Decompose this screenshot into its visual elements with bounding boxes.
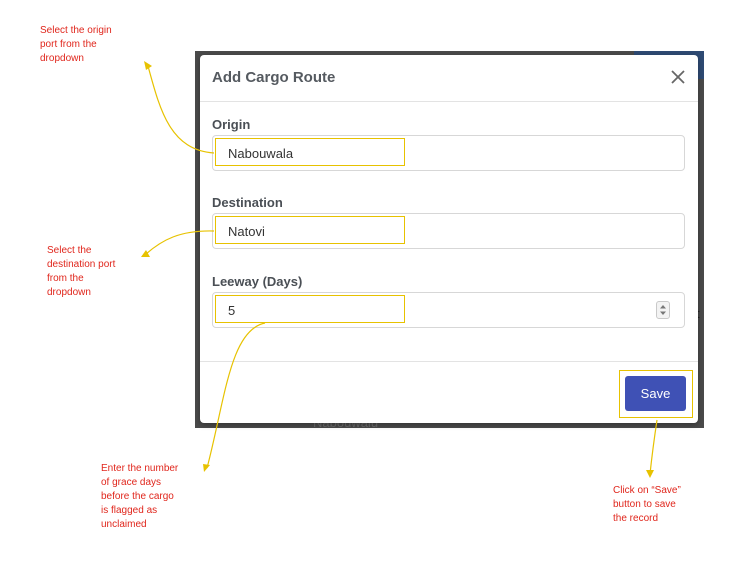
save-arrowhead (646, 470, 654, 478)
save-highlight: Save (619, 370, 693, 418)
annotation-save: Click on “Save” button to save the recor… (613, 485, 681, 524)
destination-arrowhead (141, 250, 150, 257)
destination-value: Natovi (228, 224, 265, 239)
destination-label: Destination (212, 195, 283, 210)
stepper-arrows-icon (660, 305, 666, 315)
annotation-leeway: Enter the number of grace days before th… (101, 463, 179, 530)
save-button[interactable]: Save (625, 376, 686, 411)
annotation-destination: Select the destination port from the dro… (47, 245, 116, 298)
modal-footer: Save (200, 361, 698, 424)
close-icon (671, 70, 685, 84)
leeway-highlight (215, 295, 405, 323)
modal-header: Add Cargo Route (200, 55, 698, 102)
destination-select[interactable]: Natovi (212, 213, 685, 249)
close-button[interactable] (668, 67, 688, 87)
origin-label: Origin (212, 117, 251, 132)
number-stepper[interactable] (656, 301, 670, 319)
save-arrow-line (649, 419, 658, 475)
add-cargo-route-dialog: Add Cargo Route Origin Nabouwala Destina… (200, 55, 698, 423)
origin-value: Nabouwala (228, 146, 294, 161)
origin-highlight (215, 138, 405, 166)
origin-select[interactable]: Nabouwala (212, 135, 685, 171)
origin-arrowhead (144, 61, 152, 70)
annotation-origin: Select the origin port from the dropdown (40, 25, 112, 64)
leeway-value: 5 (228, 303, 236, 318)
modal-title: Add Cargo Route (212, 69, 336, 86)
origin-arrow-line (147, 65, 215, 154)
destination-highlight (215, 216, 405, 244)
leeway-arrowhead (203, 464, 210, 472)
destination-arrow-line (145, 230, 215, 255)
leeway-input[interactable]: 5 (212, 292, 685, 328)
leeway-label: Leeway (Days) (212, 274, 303, 289)
leeway-arrow-line (206, 322, 266, 469)
